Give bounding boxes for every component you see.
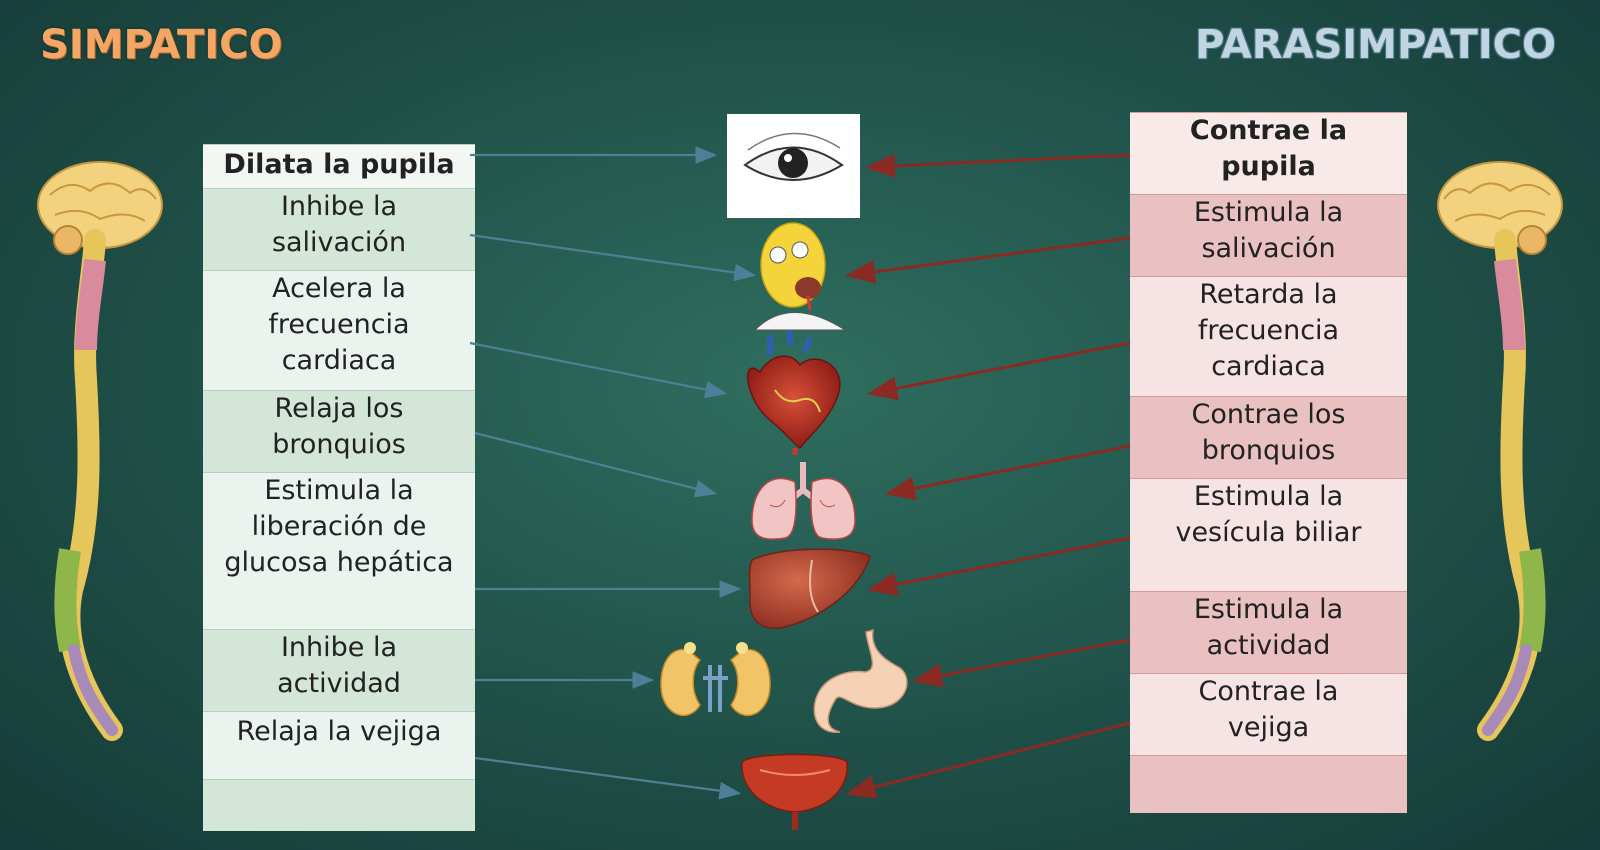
par-cell-6: Estimula la actividad [1130,591,1407,673]
title-simpatico: SIMPATICO [40,22,283,68]
arrow-par-7 [845,721,1131,799]
sym-cell-3: Acelera la frecuencia cardiaca [203,270,475,390]
arrow-sym-2 [469,233,757,282]
par-cell-1: Contrae la pupila [1130,112,1407,194]
bladder-icon [741,753,848,830]
arrow-par-5 [867,536,1131,597]
parasympathetic-arrows [845,153,1131,799]
sym-cell-1: Dilata la pupila [203,144,475,188]
arrow-par-3 [867,341,1131,401]
kidneys-icon [660,642,771,717]
arrow-par-4 [885,444,1131,501]
liver-icon [748,548,871,629]
sym-cell-8 [203,779,475,831]
arrow-par-1 [865,153,1131,178]
arrow-par-6 [912,638,1131,688]
par-cell-8 [1130,755,1407,813]
arrow-sym-3 [469,341,728,399]
arrow-sym-7 [474,756,742,800]
sympathetic-arrows [469,146,757,800]
arrow-par-2 [845,236,1131,284]
par-cell-4: Contrae los bronquios [1130,396,1407,478]
sym-cell-7: Relaja la vejiga [203,711,475,779]
par-cell-2: Estimula la salivación [1130,194,1407,276]
sym-cell-6: Inhibe la actividad [203,629,475,711]
sym-cell-4: Relaja los bronquios [203,390,475,472]
eye-icon [727,114,860,218]
spinal-cord-right-icon [1437,161,1563,741]
lungs-icon [751,462,856,540]
par-cell-5: Estimula la vesícula biliar [1130,478,1407,591]
heart-icon [747,330,841,455]
arrow-sym-4 [474,431,718,498]
title-parasimpatico: PARASIMPATICO [1195,22,1556,68]
sym-cell-2: Inhibe la salivación [203,188,475,270]
salivating-face-icon [753,222,847,331]
stomach-icon [813,628,908,733]
spinal-cord-left-icon [37,161,163,741]
par-cell-7: Contrae la vejiga [1130,673,1407,755]
par-cell-3: Retarda la frecuencia cardiaca [1130,276,1407,396]
sym-cell-5: Estimula la liberación de glucosa hepáti… [203,472,475,629]
